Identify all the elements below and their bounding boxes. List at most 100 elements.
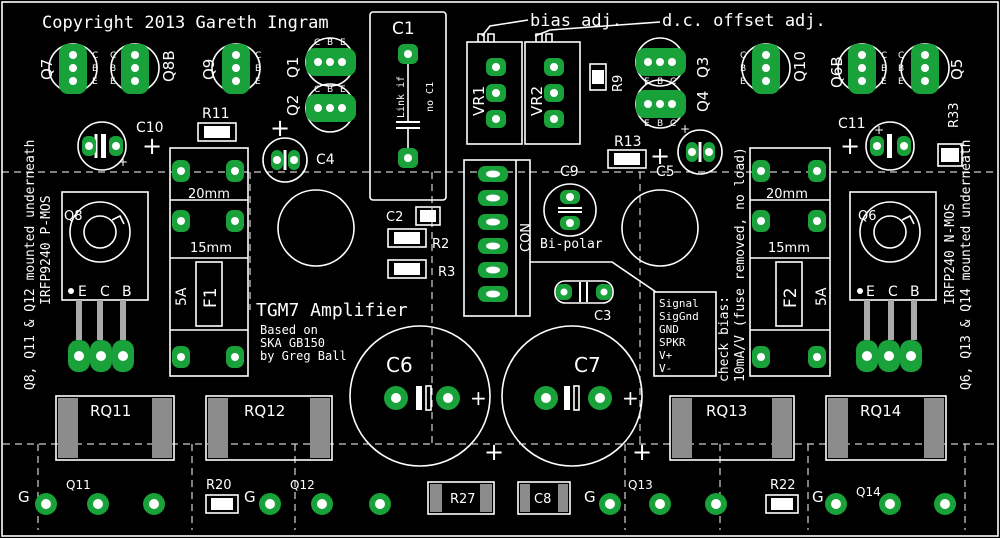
svg-text:C: C bbox=[740, 51, 746, 61]
svg-text:5A: 5A bbox=[814, 287, 830, 306]
bottom-dash-tabs bbox=[37, 444, 966, 530]
svg-text:no C1: no C1 bbox=[425, 82, 436, 112]
transistor-q8b: CBE Q8B bbox=[110, 43, 178, 94]
svg-text:R9: R9 bbox=[611, 75, 626, 92]
svg-text:C8: C8 bbox=[534, 492, 551, 507]
svg-text:RQ12: RQ12 bbox=[244, 402, 285, 420]
capacitor-c1: C1 Link if no C1 bbox=[369, 11, 447, 201]
bottom-pad-row-left: G Q11 R20 G Q12 bbox=[18, 478, 391, 515]
svg-text:C: C bbox=[100, 284, 110, 300]
svg-text:C: C bbox=[314, 85, 320, 95]
svg-text:C: C bbox=[92, 51, 98, 61]
resistor-rq11: RQ11 bbox=[55, 395, 175, 461]
plus-marker-right: + bbox=[632, 438, 652, 466]
svg-text:C: C bbox=[898, 51, 904, 61]
right-side-note: Q6, Q13 & Q14 mounted underneath IRFP240… bbox=[943, 140, 974, 390]
svg-text:Q8: Q8 bbox=[64, 209, 83, 224]
svg-text:Q7: Q7 bbox=[38, 59, 56, 80]
svg-text:Q5: Q5 bbox=[948, 59, 966, 80]
svg-text:Q3: Q3 bbox=[694, 57, 712, 78]
resistor-rq13: RQ13 bbox=[669, 395, 795, 461]
capacitor-c10: + C10 + bbox=[77, 120, 164, 171]
svg-text:E: E bbox=[340, 85, 346, 95]
svg-text:R22: R22 bbox=[770, 478, 796, 493]
bottom-pad-row-right: G Q13 R22 G Q14 bbox=[584, 478, 956, 515]
svg-text:Q14: Q14 bbox=[856, 485, 881, 499]
svg-text:Q13: Q13 bbox=[628, 478, 653, 492]
svg-text:Q10: Q10 bbox=[791, 51, 809, 82]
svg-text:Q4: Q4 bbox=[694, 91, 712, 112]
svg-text:VR2: VR2 bbox=[528, 86, 546, 116]
svg-text:RQ11: RQ11 bbox=[90, 402, 131, 420]
svg-text:Link if: Link if bbox=[396, 76, 407, 118]
svg-text:B: B bbox=[327, 85, 333, 95]
svg-text:Bi-polar: Bi-polar bbox=[540, 237, 603, 252]
svg-text:IRFP240 N-MOS: IRFP240 N-MOS bbox=[943, 203, 958, 305]
capacitor-c7: C7 + bbox=[501, 325, 643, 467]
svg-text:B: B bbox=[740, 64, 746, 74]
svg-text:RQ13: RQ13 bbox=[706, 402, 747, 420]
svg-text:C: C bbox=[110, 51, 116, 61]
svg-text:SPKR: SPKR bbox=[659, 336, 686, 349]
capacitor-c6: C6 + bbox=[349, 325, 491, 467]
mosfet-q6: Q6 E C B bbox=[849, 191, 937, 372]
transistor-q5: CBE Q5 bbox=[898, 43, 966, 94]
svg-text:R2: R2 bbox=[432, 237, 449, 252]
svg-text:15mm: 15mm bbox=[768, 241, 810, 256]
mosfet-q8: Q8 E C B bbox=[61, 191, 149, 372]
svg-text:10mA/V (fuse removed, no load): 10mA/V (fuse removed, no load) bbox=[733, 147, 748, 382]
svg-text:GND: GND bbox=[659, 323, 679, 336]
copyright-text: Copyright 2013 Gareth Ingram bbox=[42, 13, 329, 33]
resistor-r2: R2 bbox=[387, 228, 449, 252]
svg-text:5A: 5A bbox=[174, 287, 190, 306]
resistor-r13: R13 bbox=[607, 134, 647, 169]
svg-text:V-: V- bbox=[659, 362, 672, 375]
svg-text:C6: C6 bbox=[386, 353, 413, 377]
svg-text:Q6: Q6 bbox=[858, 209, 877, 224]
svg-text:C7: C7 bbox=[574, 353, 601, 377]
svg-text:VR1: VR1 bbox=[470, 86, 488, 116]
svg-text:C: C bbox=[670, 119, 676, 129]
svg-text:15mm: 15mm bbox=[190, 241, 232, 256]
credit-text: Based on SKA GB150 by Greg Ball bbox=[260, 323, 347, 363]
svg-text:IRFP9240 P-MOS: IRFP9240 P-MOS bbox=[39, 195, 54, 305]
resistor-r9: R9 bbox=[589, 63, 626, 92]
connector-pin-legend: Signal SigGnd GND SPKR V+ V- bbox=[653, 291, 717, 377]
mount-hole-right bbox=[621, 189, 699, 267]
svg-text:E: E bbox=[92, 77, 98, 87]
svg-text:C10: C10 bbox=[136, 120, 164, 136]
svg-text:Q9: Q9 bbox=[200, 59, 218, 80]
capacitor-c11: + C11 + bbox=[838, 116, 915, 171]
capacitor-c9: C9 Bi-polar bbox=[540, 164, 603, 252]
svg-text:C: C bbox=[670, 77, 676, 87]
fuse-f1: 20mm 15mm F1 5A bbox=[169, 147, 249, 377]
svg-text:C5: C5 bbox=[656, 164, 675, 180]
svg-text:B: B bbox=[255, 64, 261, 74]
svg-text:C3: C3 bbox=[594, 309, 611, 324]
svg-text:Q11: Q11 bbox=[66, 478, 91, 492]
svg-text:C: C bbox=[888, 284, 898, 300]
svg-text:Based on: Based on bbox=[260, 323, 318, 337]
transistor-q10: CBE Q10 bbox=[740, 43, 809, 94]
svg-text:B: B bbox=[122, 284, 132, 300]
svg-text:C11: C11 bbox=[838, 116, 866, 132]
svg-text:SKA GB150: SKA GB150 bbox=[260, 336, 325, 350]
svg-text:Signal: Signal bbox=[659, 297, 699, 310]
svg-text:+: + bbox=[622, 386, 639, 410]
transistor-q9: CBE Q9 bbox=[200, 43, 261, 94]
svg-text:B: B bbox=[910, 284, 920, 300]
resistor-r27: R27 bbox=[427, 481, 495, 515]
svg-text:CON: CON bbox=[519, 223, 534, 252]
trimpot-vr2: VR2 bbox=[524, 33, 581, 145]
svg-text:F1: F1 bbox=[201, 287, 221, 308]
svg-text:C: C bbox=[255, 51, 261, 61]
svg-text:B: B bbox=[92, 64, 98, 74]
svg-text:R3: R3 bbox=[438, 265, 455, 280]
capacitor-c5: + + C5 bbox=[650, 122, 723, 180]
svg-text:E: E bbox=[644, 119, 650, 129]
svg-text:C: C bbox=[881, 51, 887, 61]
svg-text:+: + bbox=[650, 142, 670, 170]
svg-text:R33: R33 bbox=[947, 102, 962, 128]
svg-text:+: + bbox=[470, 386, 487, 410]
